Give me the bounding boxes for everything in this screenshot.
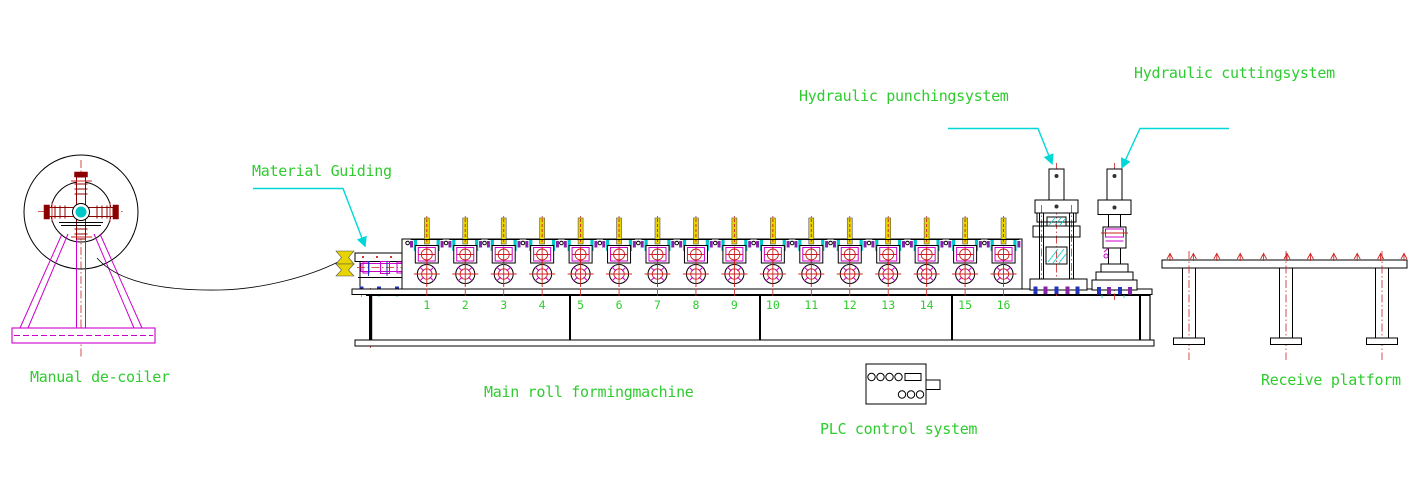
material-guiding-label: Material Guiding bbox=[252, 162, 392, 180]
platform-roller-mark bbox=[1166, 252, 1174, 260]
platform-roller-mark bbox=[1190, 252, 1197, 260]
platform-foot bbox=[1366, 337, 1398, 345]
platform-roller-mark bbox=[1400, 252, 1408, 260]
punch-die bbox=[1045, 246, 1068, 265]
station-number: 13 bbox=[881, 298, 895, 312]
plc-button bbox=[915, 390, 925, 399]
roll-station: 8 bbox=[679, 216, 713, 312]
hydraulic-punching-machine-drawing bbox=[1029, 163, 1088, 296]
station-number: 14 bbox=[920, 298, 934, 312]
roll-station: 2 bbox=[448, 216, 483, 312]
roll-station: 3 bbox=[486, 216, 521, 312]
roll-station: 10 bbox=[756, 216, 790, 312]
cut-cylinder bbox=[1106, 168, 1123, 201]
station-number: 3 bbox=[500, 298, 507, 312]
roll-station: 9 bbox=[717, 216, 752, 312]
plc-control-box-drawing bbox=[865, 363, 941, 405]
punch-cylinder bbox=[1048, 168, 1065, 201]
main-machine-label: Main roll formingmachine bbox=[484, 383, 694, 401]
station-number: 12 bbox=[843, 298, 857, 312]
manual-decoiler-drawing bbox=[11, 154, 156, 358]
station-number: 16 bbox=[997, 298, 1011, 312]
spindle-hub bbox=[75, 206, 87, 218]
cutting-label: Hydraulic cuttingsystem bbox=[1134, 64, 1335, 82]
platform-foot bbox=[1173, 337, 1205, 345]
hydraulic-cutting-machine-drawing bbox=[1091, 163, 1138, 300]
guide-clamp-screw bbox=[335, 250, 355, 265]
platform-foot bbox=[1270, 337, 1302, 345]
decoiler-stand bbox=[11, 226, 156, 344]
receive-platform-label: Receive platform bbox=[1261, 371, 1401, 389]
plc-box bbox=[865, 363, 927, 405]
plc-side-tab bbox=[925, 379, 941, 390]
bed-top bbox=[351, 288, 1153, 295]
cut-base bbox=[1091, 279, 1138, 291]
punching-label: Hydraulic punchingsystem bbox=[799, 87, 1009, 105]
roll-station: 16 bbox=[986, 216, 1021, 312]
deck-bolt-holes bbox=[405, 240, 987, 246]
station-number: 9 bbox=[731, 298, 738, 312]
station-number: 1 bbox=[423, 298, 430, 312]
station-number: 7 bbox=[654, 298, 661, 312]
station-number: 4 bbox=[539, 298, 546, 312]
plc-display bbox=[904, 373, 922, 381]
steel-strip-line bbox=[96, 257, 339, 291]
platform-roller-mark bbox=[1283, 252, 1291, 260]
platform-roller-mark bbox=[1236, 252, 1244, 260]
platform-roller-mark bbox=[1330, 252, 1338, 260]
receive-platform-drawing bbox=[1161, 251, 1408, 360]
platform-roller-mark bbox=[1260, 252, 1267, 260]
plc-button bbox=[885, 372, 894, 382]
material-guiding-leader bbox=[253, 187, 367, 248]
platform-top bbox=[1161, 259, 1408, 269]
roll-station: 7 bbox=[640, 216, 675, 312]
cut-pedestal bbox=[1100, 263, 1129, 273]
manual-decoiler-label: Manual de-coiler bbox=[30, 368, 170, 386]
station-number: 10 bbox=[766, 298, 780, 312]
station-number: 8 bbox=[692, 298, 699, 312]
station-number: 15 bbox=[958, 298, 972, 312]
plc-button bbox=[867, 372, 876, 382]
plc-button bbox=[894, 372, 903, 382]
station-number: 6 bbox=[616, 298, 623, 312]
plc-button bbox=[876, 372, 885, 382]
decoiler-spindle bbox=[43, 171, 119, 240]
roll-station: 14 bbox=[909, 216, 944, 312]
punching-leader bbox=[948, 127, 1054, 165]
plc-label: PLC control system bbox=[820, 420, 978, 438]
roll-station: 6 bbox=[602, 216, 636, 312]
platform-roller-mark bbox=[1353, 252, 1361, 260]
platform-roller-mark bbox=[1377, 252, 1384, 260]
station-number: 2 bbox=[462, 298, 469, 312]
roll-station: 5 bbox=[563, 216, 598, 312]
annotation-leaders bbox=[253, 127, 1229, 248]
plc-button bbox=[897, 390, 907, 399]
station-number: 11 bbox=[804, 298, 818, 312]
platform-roller-mark bbox=[1307, 252, 1314, 260]
material-guide-drawing bbox=[335, 250, 412, 348]
cutting-leader bbox=[1120, 127, 1229, 169]
roll-station: 15 bbox=[948, 216, 982, 312]
plc-button bbox=[906, 390, 916, 399]
roll-station: 1 bbox=[410, 216, 444, 312]
roll-station: 13 bbox=[871, 216, 905, 312]
platform-roller-mark bbox=[1213, 252, 1221, 260]
station-number: 5 bbox=[577, 298, 584, 312]
base-plate bbox=[354, 339, 1155, 347]
coil-outer-circle bbox=[23, 154, 139, 270]
roll-station: 12 bbox=[832, 216, 867, 312]
roll-station: 4 bbox=[525, 216, 559, 312]
roll-station: 11 bbox=[794, 216, 829, 312]
